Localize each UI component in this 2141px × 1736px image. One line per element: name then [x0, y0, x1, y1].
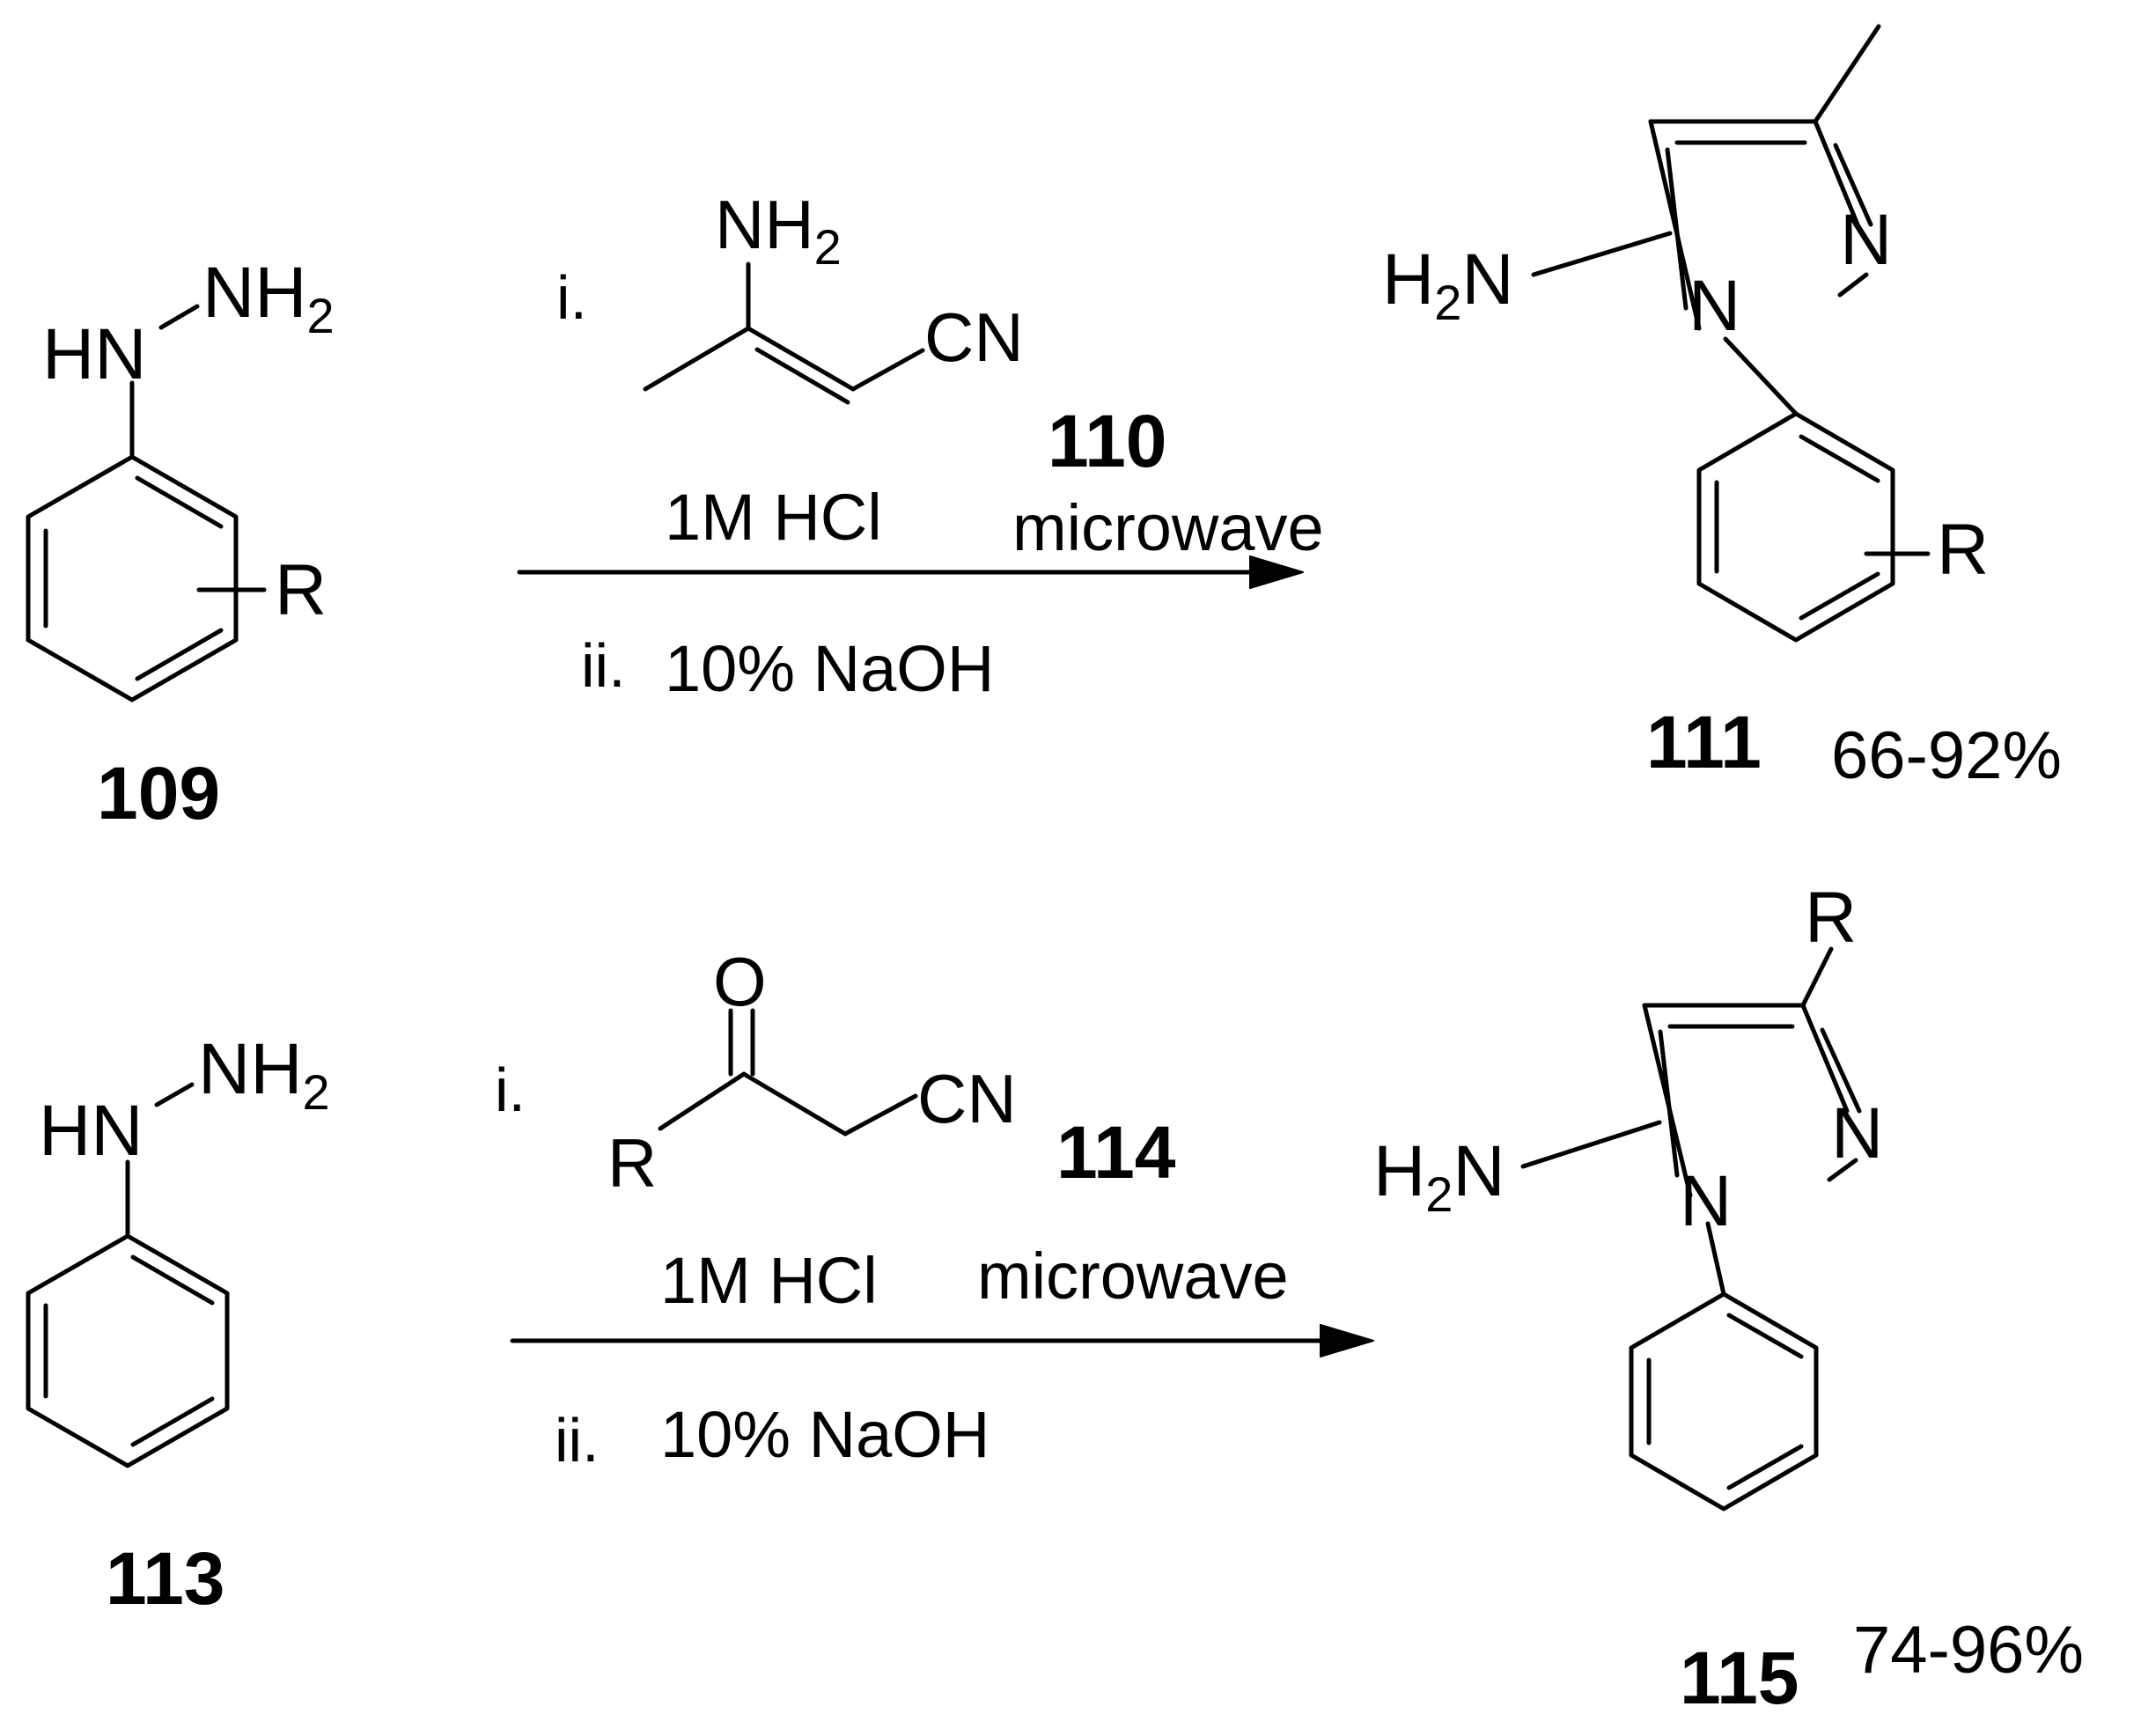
h2n-group: H2N — [1373, 1131, 1505, 1222]
n-n-bond — [158, 304, 200, 330]
n-phenyl-bond — [1705, 1221, 1726, 1297]
step-ii-label: ii. — [581, 631, 626, 700]
n2-atom: N — [1840, 200, 1892, 280]
methyl-bond — [1813, 24, 1881, 124]
c-nh2-bond — [1531, 231, 1673, 277]
c-r-bond — [1800, 946, 1834, 1008]
pyrazole-ring — [1648, 119, 1873, 331]
compound-115-structure: R H2N N N — [1373, 878, 1883, 1512]
base-condition: 10% NaOH — [665, 632, 994, 705]
n1-atom: N — [1680, 1161, 1732, 1241]
compound-109-label: 109 — [97, 752, 220, 835]
c-ch2-bond — [741, 1071, 848, 1136]
nh2-group: NH2 — [198, 1029, 330, 1120]
benzene-ring — [26, 1233, 230, 1468]
compound-115-label: 115 — [1680, 1637, 1799, 1719]
cn-group: CN — [917, 1060, 1017, 1137]
yield-115: 74-96% — [1853, 1613, 2084, 1688]
yield-111: 66-92% — [1831, 718, 2062, 793]
hn-group: HN — [42, 314, 146, 394]
step-ii-label: ii. — [555, 1406, 600, 1475]
reaction-arrow-1 — [517, 555, 1304, 589]
methyl-bond — [643, 326, 751, 392]
n1-atom: N — [1689, 266, 1740, 346]
ch2-cn-bond — [842, 1093, 918, 1136]
compound-114-label: 114 — [1056, 1111, 1176, 1194]
step-i-label: i. — [495, 1056, 526, 1124]
compound-111-structure: H2N N N R — [1382, 24, 1989, 643]
microwave-condition: microwave — [977, 1239, 1289, 1313]
nh2-group: NH2 — [202, 253, 335, 343]
base-condition: 10% NaOH — [660, 1398, 990, 1471]
compound-114-structure: O R CN — [607, 943, 1017, 1202]
pyrazole-ring — [1642, 1003, 1862, 1198]
reaction-arrow-2 — [510, 1324, 1374, 1357]
n2-atom: N — [1831, 1093, 1883, 1173]
n-aryl-bond — [1723, 336, 1799, 416]
hn-group: HN — [39, 1091, 143, 1171]
c-nh2-bond — [1520, 1120, 1662, 1169]
acid-condition: 1M HCl — [660, 1244, 878, 1317]
benzene-ring — [1696, 411, 1895, 643]
compound-109-structure: HN NH2 R — [26, 253, 335, 702]
c-c-double-bond — [746, 326, 856, 392]
r-group: R — [275, 550, 327, 630]
cn-group: CN — [924, 298, 1024, 376]
step-i-label: i. — [556, 263, 587, 332]
benzene-ring — [1629, 1291, 1819, 1512]
compound-110-label: 110 — [1048, 400, 1167, 482]
r-c-bond — [658, 1071, 747, 1131]
h2n-group: H2N — [1382, 239, 1514, 330]
compound-113-structure: HN NH2 — [26, 1029, 330, 1468]
nh2-group: NH2 — [715, 186, 842, 275]
compound-111-label: 111 — [1646, 701, 1762, 783]
r-group: R — [1805, 878, 1857, 958]
compound-113-label: 113 — [106, 1537, 225, 1620]
benzene-ring — [26, 454, 239, 702]
n-n-bond — [154, 1082, 195, 1107]
r-group: R — [607, 1124, 657, 1202]
compound-110-structure: NH2 CN — [643, 186, 1024, 405]
acid-condition: 1M HCl — [665, 481, 882, 554]
o-atom: O — [713, 943, 767, 1020]
c-cn-bond — [850, 348, 925, 392]
r-group: R — [1937, 510, 1989, 590]
microwave-condition: microwave — [1012, 491, 1324, 564]
